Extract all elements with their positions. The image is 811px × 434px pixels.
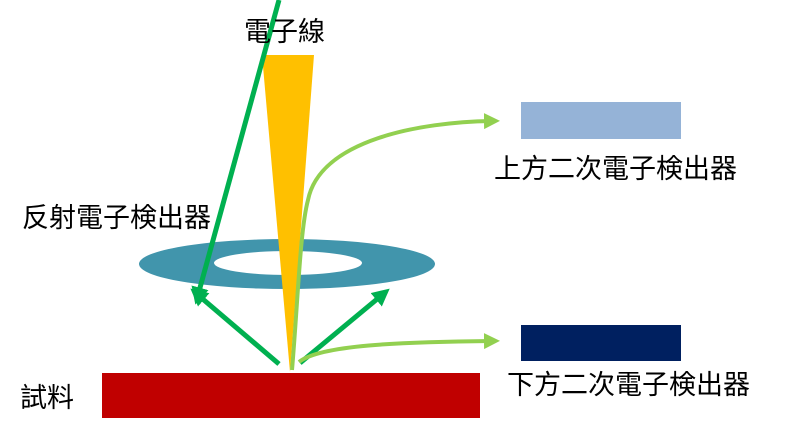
backscatter-arrow-right [298,288,390,365]
upper-se-detector [521,102,681,139]
secondary-electron-upper-path [290,113,500,371]
secondary-electron-lower-path [297,333,500,364]
backscatter-detector-label: 反射電子検出器 [22,203,211,234]
sample-block [102,373,480,418]
lower-se-detector [521,325,681,361]
sample-label: 試料 [20,383,74,414]
lower-se-detector-label: 下方二次電子検出器 [507,370,750,401]
backscatter-arrow-left [191,0,282,305]
electron-beam [262,55,314,372]
upper-se-detector-label: 上方二次電子検出器 [494,154,737,185]
backscatter-arrow-left-line [190,288,281,366]
backscatter-detector-ring [139,239,435,289]
electron-beam-label: 電子線 [244,17,325,48]
